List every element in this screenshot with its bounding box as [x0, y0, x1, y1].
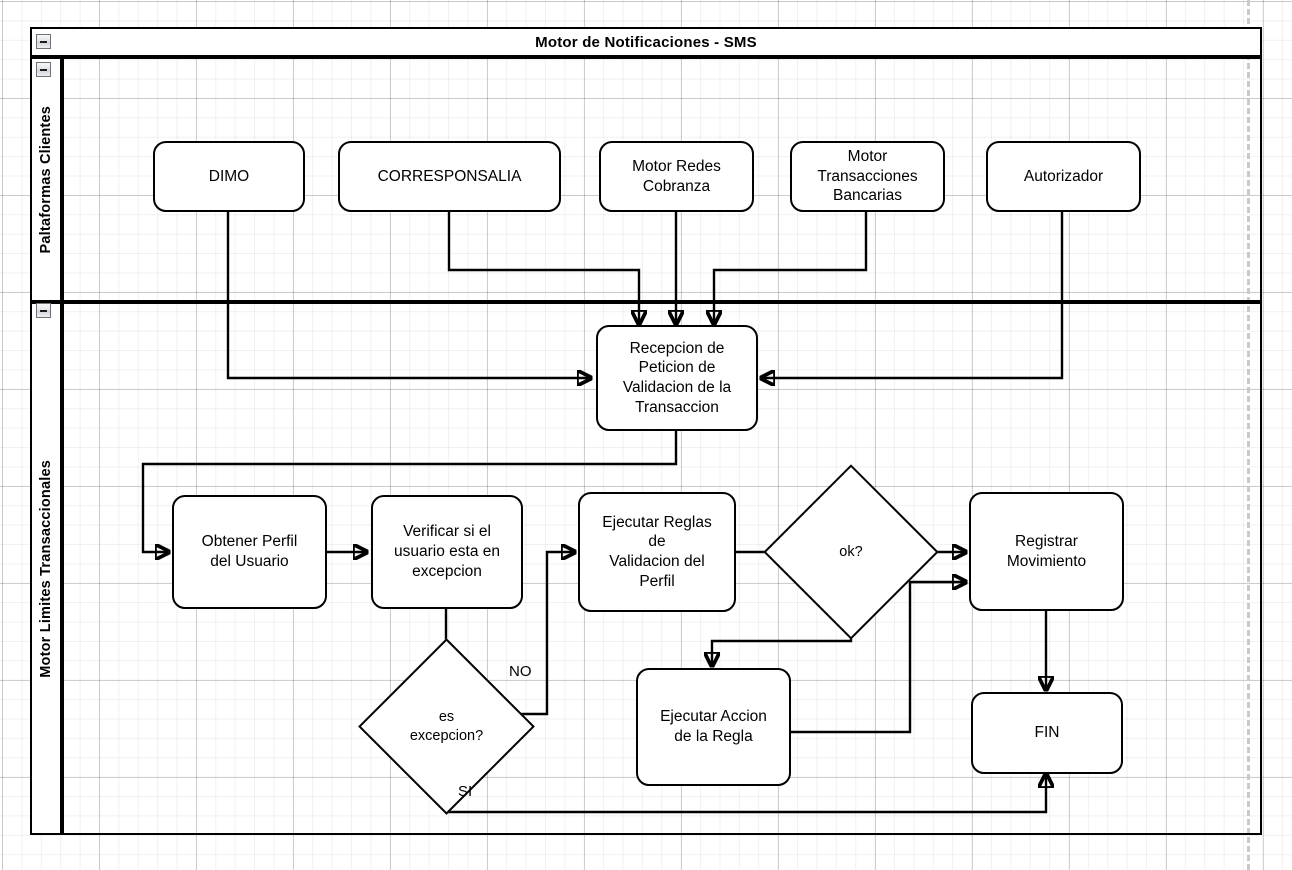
node-recepcion-peticion-validacion[interactable]: Recepcion de Peticion de Validacion de l… [596, 325, 758, 431]
node-ok-decision[interactable]: ok? [763, 464, 939, 640]
pool-title-bar: Motor de Notificaciones - SMS [30, 27, 1262, 57]
node-obtener-perfil-usuario[interactable]: Obtener Perfil del Usuario [172, 495, 327, 609]
node-motor-redes-cobranza[interactable]: Motor Redes Cobranza [599, 141, 754, 212]
minus-collapse-icon-clientes[interactable] [36, 62, 51, 77]
node-ok-label: ok? [839, 543, 863, 560]
lane-label-motor: Motor Limites Transaccionales [38, 459, 54, 678]
page-break-guide [1247, 0, 1250, 870]
lane-label-clientes: Paltaformas Clientes [38, 105, 54, 254]
node-autorizador[interactable]: Autorizador [986, 141, 1141, 212]
lane-header-clientes[interactable]: Paltaformas Clientes [30, 57, 62, 302]
node-dimo[interactable]: DIMO [153, 141, 305, 212]
node-ejecutar-reglas-validacion-perfil[interactable]: Ejecutar Reglas de Validacion del Perfil [578, 492, 736, 612]
node-motor-transacciones-bancarias[interactable]: Motor Transacciones Bancarias [790, 141, 945, 212]
node-corresponsalia[interactable]: CORRESPONSALIA [338, 141, 561, 212]
page-title: Motor de Notificaciones - SMS [535, 33, 757, 51]
lane-body-clientes [62, 57, 1262, 302]
minus-collapse-icon-pool[interactable] [36, 34, 51, 49]
lane-body-motor [62, 302, 1262, 835]
node-registrar-movimiento[interactable]: Registrar Movimiento [969, 492, 1124, 611]
node-es-excepcion-decision[interactable]: es excepcion? [358, 638, 535, 815]
edge-label-no: NO [509, 663, 532, 680]
minus-collapse-icon-motor[interactable] [36, 303, 51, 318]
node-ejecutar-accion-regla[interactable]: Ejecutar Accion de la Regla [636, 668, 791, 786]
lane-header-motor[interactable]: Motor Limites Transaccionales [30, 302, 62, 835]
edge-label-si: SI [458, 783, 473, 800]
node-fin[interactable]: FIN [971, 692, 1123, 774]
node-verificar-usuario-excepcion[interactable]: Verificar si el usuario esta en excepcio… [371, 495, 523, 609]
node-es-excepcion-label: es excepcion? [409, 709, 484, 744]
